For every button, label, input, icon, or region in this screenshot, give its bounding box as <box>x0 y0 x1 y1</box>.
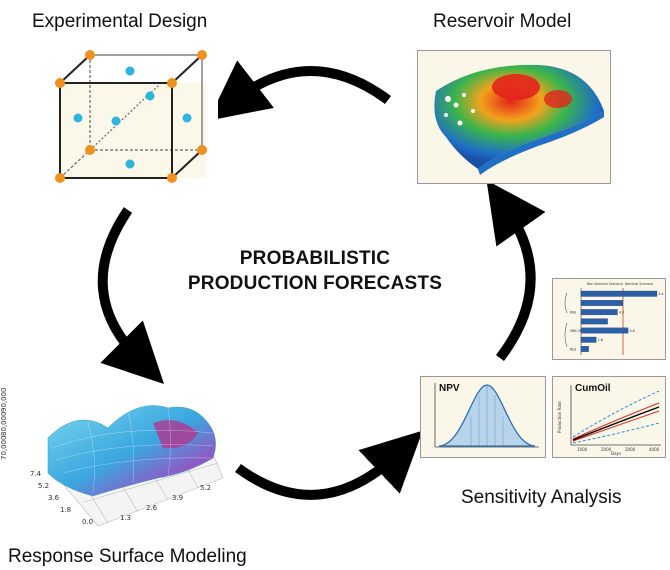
cumoil-panel: CumOil Production Rate Days 1000 2000 30… <box>552 376 666 458</box>
cube-center-point <box>111 116 121 126</box>
center-title-line2: PRODUCTION FORECASTS <box>187 273 443 294</box>
npv-chart: NPV <box>434 383 539 448</box>
surface-z-tick: 80,000 <box>0 412 8 437</box>
tornado-chart: Non-Nominal Scenario Nominal Scenario 4.… <box>564 282 664 355</box>
cube-corner-point <box>85 145 95 155</box>
cube-corner-point <box>167 78 177 88</box>
arrow-surface-to-sensitivity <box>235 430 423 500</box>
cumoil-x-tick: 4000 <box>649 447 660 452</box>
tornado-bar-value: 4.3 <box>619 311 624 315</box>
cumoil-ylabel: Production Rate <box>557 401 562 433</box>
tornado-header-right: Nominal Scenario <box>625 282 653 286</box>
center-title-line1: PROBABILISTIC <box>239 248 391 269</box>
cube-center-point <box>73 113 83 123</box>
tornado-bar <box>580 309 618 316</box>
cube-corner-point <box>55 78 65 88</box>
npv-title: NPV <box>439 383 460 394</box>
cube-center-point <box>125 159 135 169</box>
cumoil-x-tick: 3000 <box>625 447 636 452</box>
tornado-bar <box>580 346 589 352</box>
reservoir-model-panel <box>417 50 611 184</box>
tornado-bar-label: RCS <box>570 347 576 351</box>
cube-corner-point <box>167 173 177 183</box>
cube-center-point <box>125 66 135 76</box>
surface-x-tick: 2.6 <box>146 504 158 512</box>
cube-corner-point <box>85 50 95 60</box>
npv-panel: NPV <box>420 376 546 458</box>
tornado-bar <box>580 300 623 306</box>
arrow-design-to-surface <box>97 207 165 385</box>
tornado-bar <box>580 290 658 297</box>
tornado-bar <box>580 336 597 343</box>
tornado-bar-value: 4.8 <box>630 329 635 333</box>
tornado-bar-label: SWC-M <box>570 329 582 333</box>
cumoil-chart: CumOil Production Rate Days 1000 2000 30… <box>557 383 661 456</box>
surface-x-tick: 3.9 <box>172 494 183 502</box>
surface-x-tick: 1.3 <box>120 514 131 522</box>
experimental-design-label: Experimental Design <box>32 11 208 32</box>
tornado-header-left: Non-Nominal Scenario <box>587 282 623 286</box>
reservoir-model-label: Reservoir Model <box>433 11 572 32</box>
surface-y-tick: 0.0 <box>82 518 93 526</box>
response-surface-label: Response Surface Modeling <box>8 546 247 567</box>
cube-center-point <box>182 113 192 123</box>
surface-z-tick: 70,000 <box>0 436 8 461</box>
cube-corner-point <box>197 50 207 60</box>
reservoir-map <box>434 64 604 175</box>
experimental-design-cube <box>48 48 218 188</box>
response-surface-plot: 90,000 80,000 70,000 7.4 5.2 3.6 1.8 0.0… <box>0 388 224 527</box>
tornado-bar-value: 1.8 <box>598 338 603 342</box>
tornado-panel: Non-Nominal Scenario Nominal Scenario 4.… <box>552 278 666 360</box>
cube-corner-point <box>197 145 207 155</box>
cube-center-point <box>145 91 155 101</box>
cumoil-title: CumOil <box>575 383 611 394</box>
arrow-reservoir-to-design <box>208 60 391 121</box>
center-title: PROBABILISTIC PRODUCTION FORECASTS <box>150 246 480 296</box>
cumoil-xlabel: Days <box>611 451 621 456</box>
cumoil-x-tick: 1000 <box>577 447 588 452</box>
surface-z-tick: 90,000 <box>0 388 8 413</box>
surface-x-tick: 5.2 <box>200 484 211 492</box>
tornado-bar <box>580 327 629 334</box>
tornado-bar-label: RSE <box>570 311 576 315</box>
sensitivity-analysis-label: Sensitivity Analysis <box>461 487 622 508</box>
tornado-bar-value: 4.4 <box>659 292 664 296</box>
surface-y-tick: 5.2 <box>38 482 49 490</box>
cumoil-x-tick: 2000 <box>601 447 612 452</box>
tornado-bar <box>580 318 608 325</box>
cube-corner-point <box>55 173 65 183</box>
surface-y-tick: 1.8 <box>60 506 71 514</box>
surface-y-tick: 7.4 <box>30 470 42 478</box>
arrow-sensitivity-to-reservoir <box>486 180 546 362</box>
surface-y-tick: 3.6 <box>48 494 60 502</box>
